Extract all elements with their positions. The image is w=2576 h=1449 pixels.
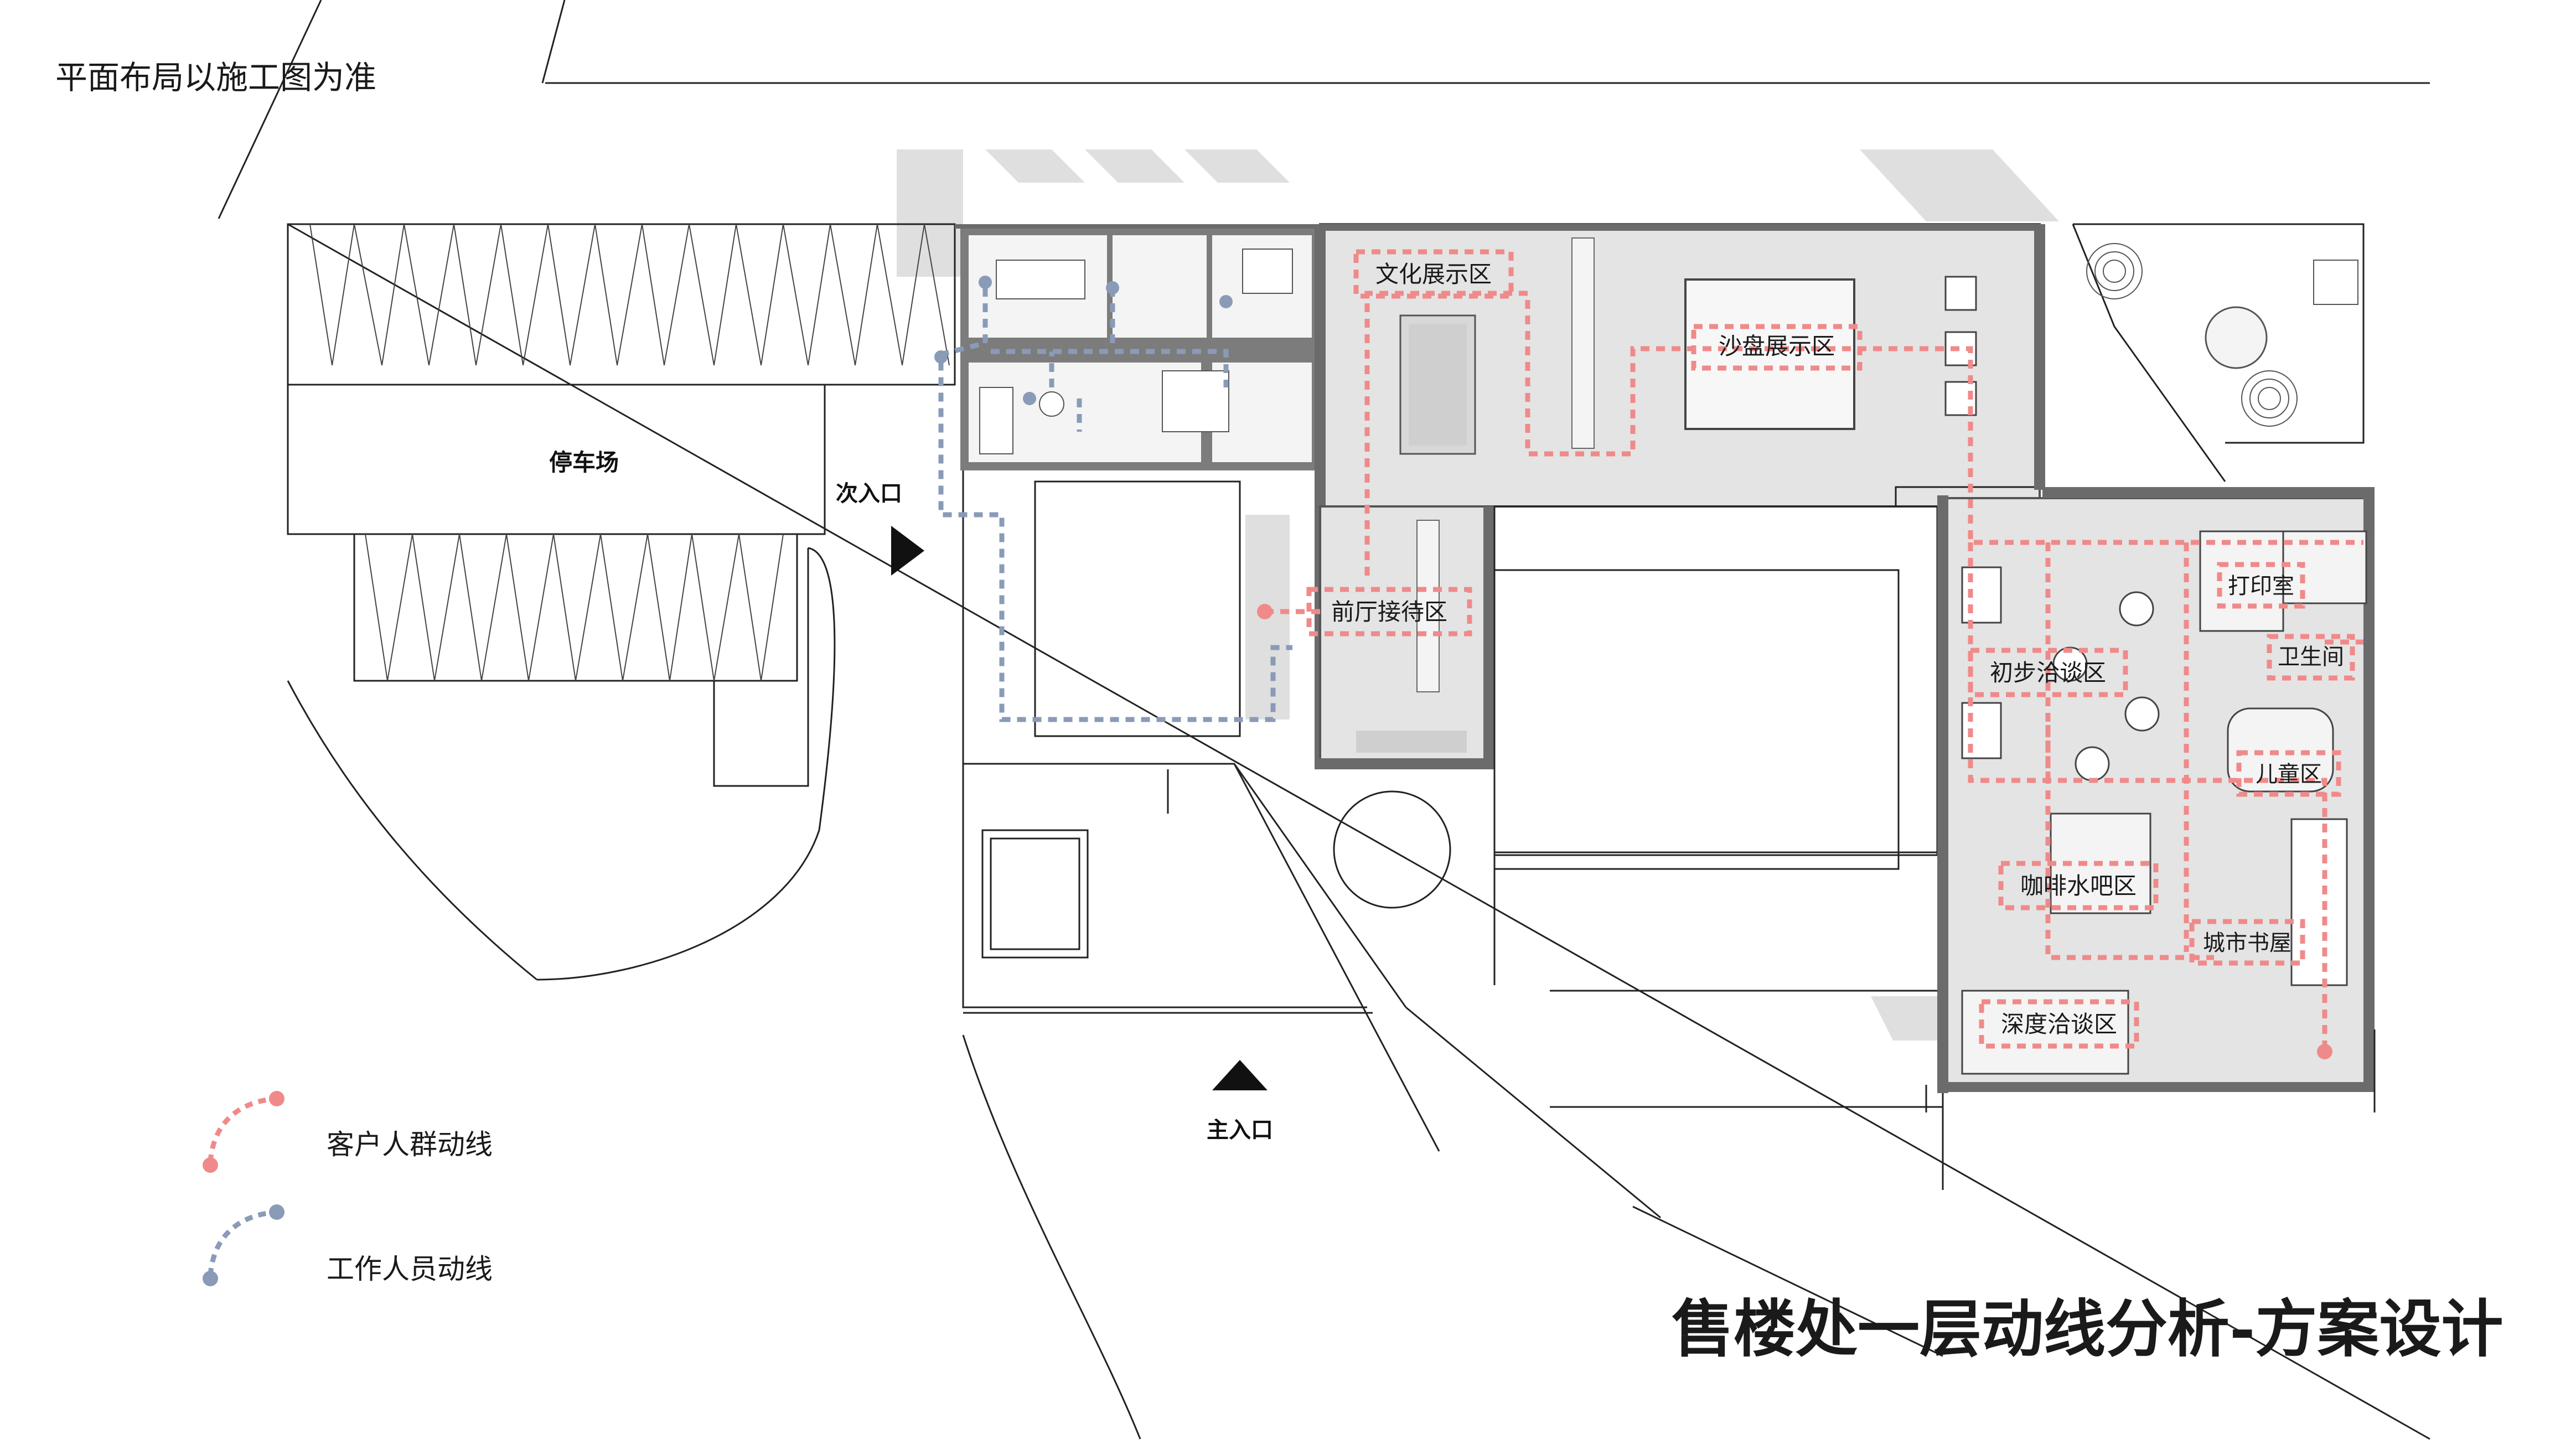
courtyard — [1493, 505, 1938, 870]
reception-block — [1315, 505, 1494, 769]
main-entrance-label: 主入口 — [1207, 1117, 1273, 1143]
zone-reception-label: 前厅接待区 — [1331, 598, 1447, 625]
legend-customer-label: 客户人群动线 — [327, 1129, 493, 1161]
main-entrance-arrow — [1212, 1060, 1268, 1090]
zone-deep-talk-label: 深度洽谈区 — [2001, 1011, 2117, 1038]
plaza-lines — [962, 443, 1944, 1440]
parking-lot: 停车场 — [287, 223, 956, 981]
zone-culture-label: 文化展示区 — [1375, 261, 1492, 288]
customer-circulation-path — [1257, 291, 2363, 1059]
zone-initial-talk-label: 初步洽谈区 — [1990, 659, 2106, 686]
office-block — [955, 224, 1320, 470]
right-block — [1925, 487, 2376, 1112]
parking-label: 停车场 — [549, 449, 619, 476]
staff-circulation-path — [934, 276, 1292, 722]
site-lines — [218, 0, 2430, 1440]
exhibition-block — [1315, 223, 2045, 767]
legend-customer: 客户人群动线 — [203, 1091, 493, 1173]
zone-sandtable-label: 沙盘展示区 — [1719, 333, 1835, 360]
legend: 客户人群动线 工作人员动线 — [203, 1091, 493, 1286]
zone-bookhouse-label: 城市书屋 — [2203, 930, 2291, 956]
main-entrance: 主入口 — [1207, 1060, 1273, 1143]
zone-kids-label: 儿童区 — [2256, 762, 2322, 787]
zone-print-label: 打印室 — [2228, 573, 2294, 599]
construction-note: 平面布局以施工图为准 — [55, 59, 376, 96]
secondary-entrance-label: 次入口 — [836, 481, 902, 506]
secondary-entrance: 次入口 — [836, 481, 924, 576]
garden — [2072, 223, 2365, 482]
zone-coffee-label: 咖啡水吧区 — [2020, 872, 2137, 899]
legend-staff: 工作人员动线 — [203, 1204, 493, 1286]
secondary-entrance-arrow — [891, 526, 924, 576]
zone-washroom-label: 卫生间 — [2278, 644, 2344, 670]
page-title: 售楼处一层动线分析-方案设计 — [1672, 1293, 2503, 1365]
legend-staff-label: 工作人员动线 — [327, 1253, 493, 1285]
zone-labels: 文化展示区 沙盘展示区 前厅接待区 打印室 卫生间 初步洽谈区 儿童区 咖啡水吧… — [1306, 249, 2355, 1049]
